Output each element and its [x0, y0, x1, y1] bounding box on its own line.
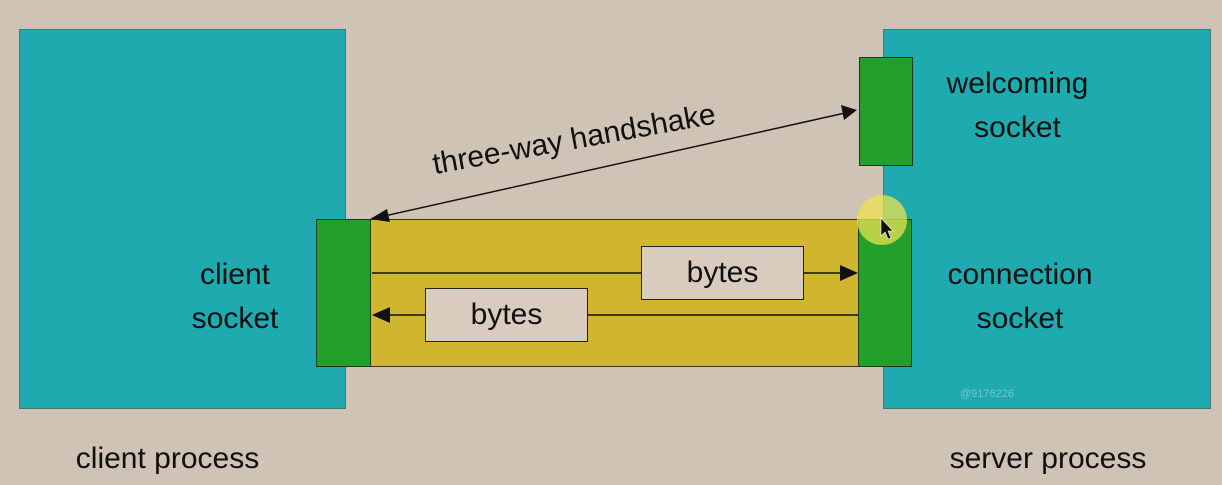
welcoming-socket [859, 57, 913, 166]
bytes-to-server-arrow [372, 265, 858, 281]
client-socket [316, 219, 371, 367]
client-socket-label-line2: socket [191, 302, 279, 335]
connection-socket-label-line2: socket [976, 302, 1064, 335]
client-process-label: client process [75, 442, 260, 475]
connection-socket-label: connection socket [925, 253, 1115, 341]
welcoming-socket-label-line2: socket [974, 111, 1061, 144]
bytes-to-client-arrow [372, 307, 858, 323]
bytes-to-client-label: bytes [425, 288, 588, 342]
server-process-box [883, 29, 1211, 409]
client-socket-label: client socket [170, 253, 300, 341]
welcoming-socket-label-line1: welcoming [946, 67, 1089, 100]
handshake-arrow [370, 105, 857, 222]
server-process-label: server process [949, 442, 1147, 475]
welcoming-socket-label: welcoming socket [925, 62, 1110, 150]
watermark: @9176226 [960, 388, 1014, 400]
client-socket-label-line1: client [199, 258, 271, 291]
connection-socket-label-line1: connection [947, 258, 1093, 291]
client-process-box [19, 29, 346, 409]
bytes-to-server-label: bytes [641, 246, 804, 300]
